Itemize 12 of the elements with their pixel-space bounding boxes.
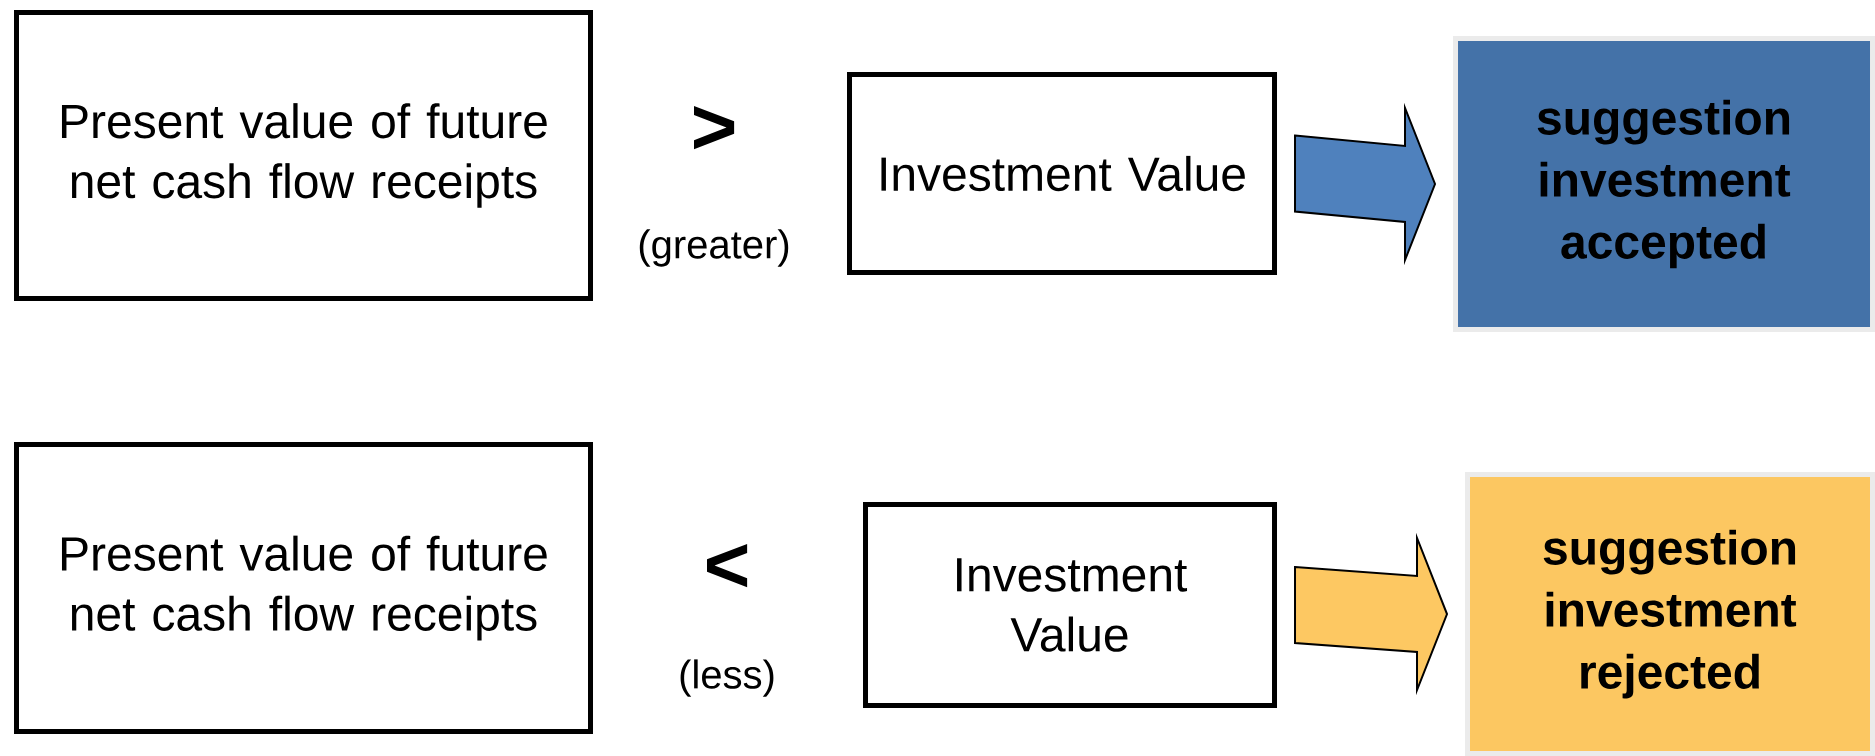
comparison-sign: > (694, 106, 735, 150)
block-arrow (1294, 532, 1449, 696)
block-arrow (1294, 102, 1437, 266)
comparison-label: (greater) (639, 229, 789, 267)
comparison-label: (less) (680, 659, 774, 697)
text-box: Investment Value (863, 502, 1277, 708)
text-box: Present value of future net cash flow receipts (14, 442, 593, 734)
result-box: suggestion investment rejected (1465, 472, 1875, 756)
text-box: Present value of future net cash flow receipts (14, 10, 593, 301)
comparison-sign: < (707, 544, 748, 588)
result-box: suggestion investment accepted (1453, 36, 1875, 332)
text-box: Investment Value (847, 72, 1277, 275)
